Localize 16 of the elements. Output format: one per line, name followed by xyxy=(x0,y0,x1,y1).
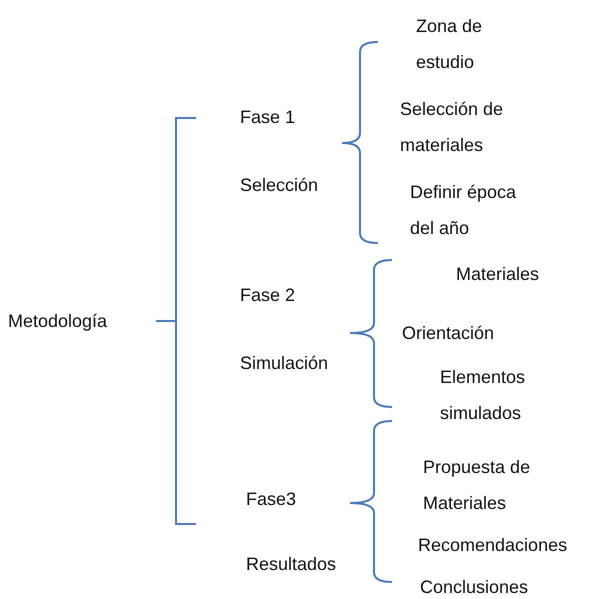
label: Fase 2 xyxy=(240,284,296,307)
label: Fase3 xyxy=(246,488,296,511)
label: Resultados xyxy=(246,553,336,576)
label: Elementos simulados xyxy=(440,366,526,425)
label: Simulación xyxy=(240,352,328,375)
label: Metodología xyxy=(8,310,108,333)
label: Orientación xyxy=(402,322,494,345)
label: Propuesta de Materiales xyxy=(423,456,532,515)
label: Materiales xyxy=(456,263,540,286)
label: Selección xyxy=(240,174,318,197)
label: Fase 1 xyxy=(240,106,296,129)
label: Zona de estudio xyxy=(416,15,484,74)
label: Selección de materiales xyxy=(400,98,504,157)
label: Recomendaciones xyxy=(418,534,568,557)
label: Conclusiones xyxy=(420,576,528,599)
label: Definir época del año xyxy=(410,181,518,240)
